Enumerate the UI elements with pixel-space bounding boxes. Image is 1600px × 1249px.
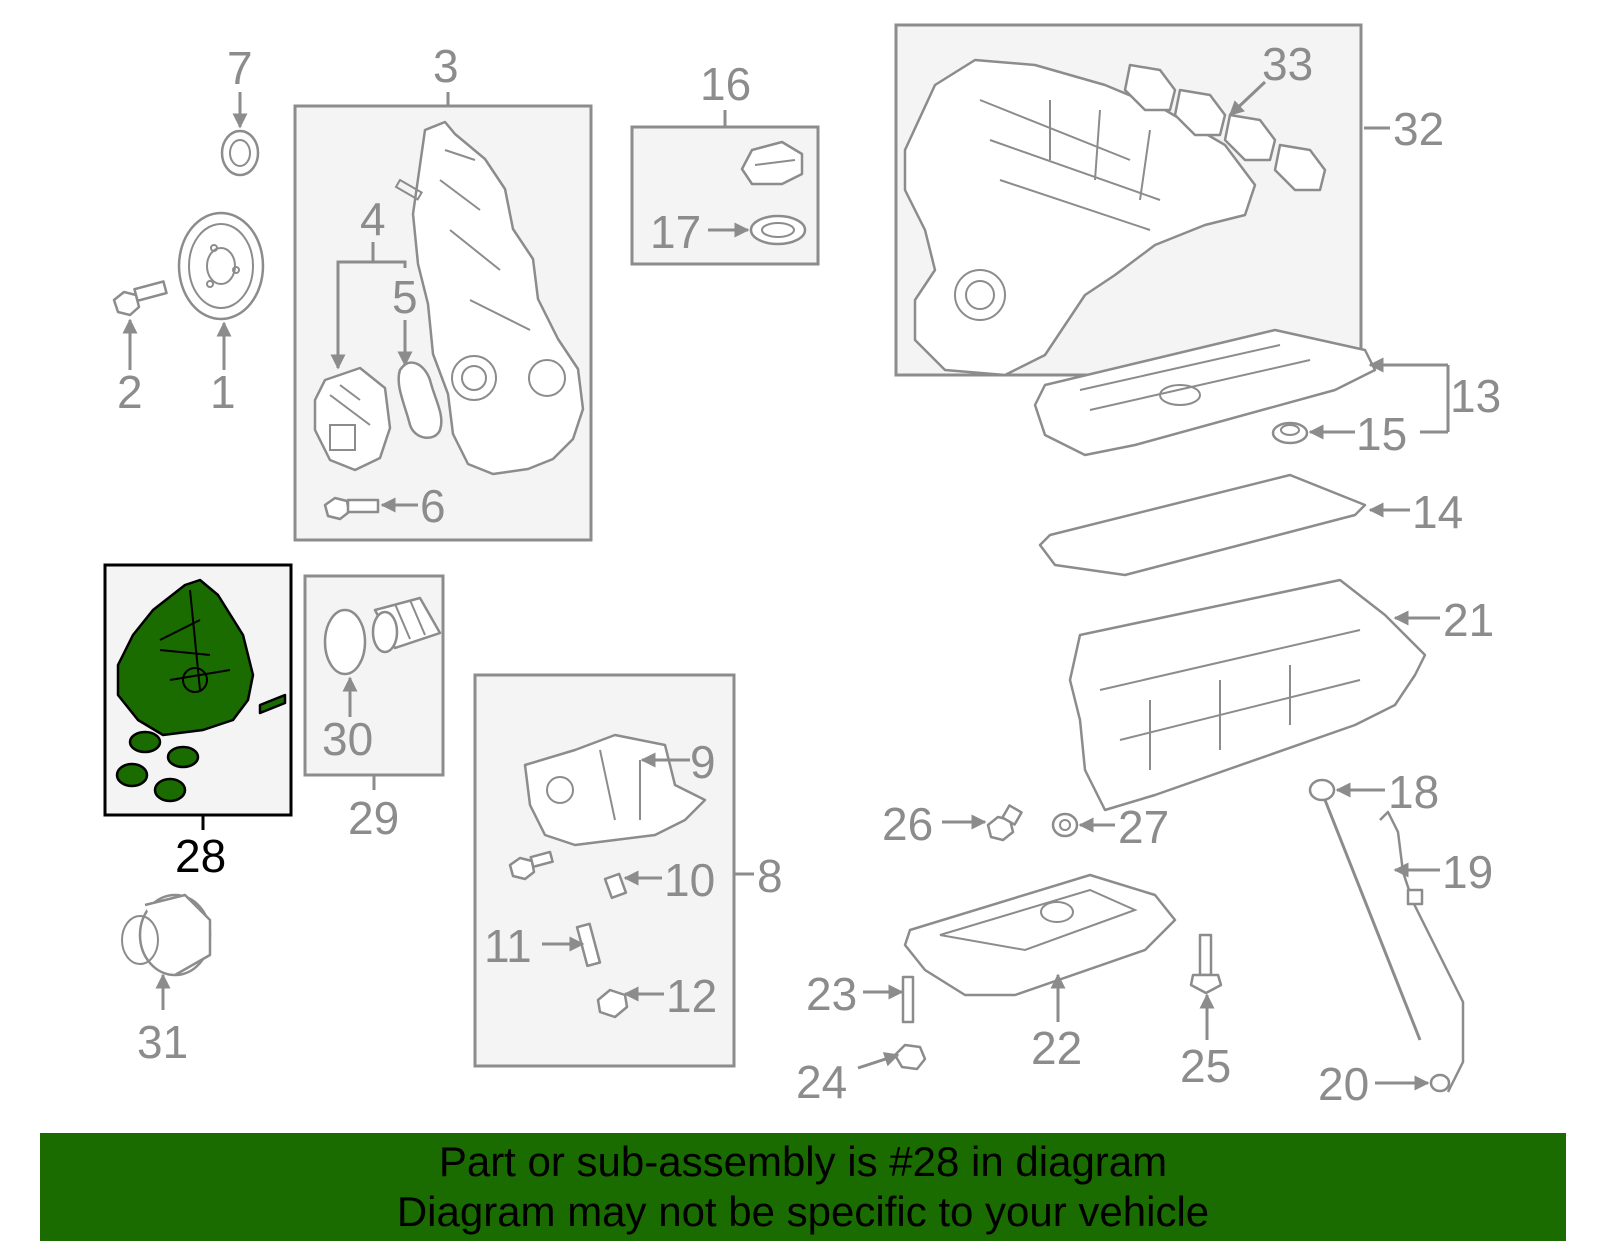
oil-pump-part-9[interactable] <box>523 733 707 847</box>
callout-labels: 1 2 3 4 5 6 7 8 9 10 11 12 13 14 15 16 1… <box>117 38 1501 1110</box>
callout-21: 21 <box>1443 594 1494 646</box>
cap-gasket-part-17[interactable] <box>749 214 807 246</box>
callout-29: 29 <box>348 792 399 844</box>
callout-14: 14 <box>1412 486 1463 538</box>
callout-10: 10 <box>664 854 715 906</box>
callout-26: 26 <box>882 798 933 850</box>
sensor-part-26[interactable] <box>986 804 1023 842</box>
lower-oil-pan-part-22[interactable] <box>903 873 1177 997</box>
washer-part-27[interactable] <box>1051 812 1079 838</box>
callout-5: 5 <box>392 271 418 323</box>
pan-gasket-part-14[interactable] <box>1038 473 1367 577</box>
upper-oil-pan-part-21[interactable] <box>1068 578 1427 812</box>
callout-7: 7 <box>227 42 253 94</box>
callout-16: 16 <box>700 58 751 110</box>
dowel-part-10[interactable] <box>603 872 628 900</box>
leader-lines <box>122 80 1450 1091</box>
bolt-part-25[interactable] <box>1189 933 1223 995</box>
callout-20: 20 <box>1318 1058 1369 1110</box>
dipstick-part-18[interactable] <box>1308 778 1422 1041</box>
callout-13: 13 <box>1450 370 1501 422</box>
pulley-part-1[interactable] <box>177 211 265 321</box>
intake-gasket-part-33[interactable] <box>1123 63 1327 192</box>
callout-23: 23 <box>806 968 857 1020</box>
callout-3: 3 <box>433 40 459 92</box>
callout-15: 15 <box>1356 408 1407 460</box>
bolt-part-2[interactable] <box>112 280 168 317</box>
oil-cap-part-16[interactable] <box>740 140 804 186</box>
callout-1: 1 <box>210 366 236 418</box>
callout-30: 30 <box>322 713 373 765</box>
seal-part-7[interactable] <box>220 129 260 177</box>
highlighted-part-28[interactable] <box>115 578 287 803</box>
callout-31: 31 <box>137 1016 188 1068</box>
callout-25: 25 <box>1180 1040 1231 1092</box>
gasket-part-5[interactable] <box>397 361 443 439</box>
filter-housing-part-31[interactable] <box>121 893 212 977</box>
timing-cover-part-3[interactable] <box>394 120 585 476</box>
callout-27: 27 <box>1118 801 1169 853</box>
banner-line-2: Diagram may not be specific to your vehi… <box>396 1188 1210 1235</box>
o-ring-part-30[interactable] <box>323 608 367 676</box>
callout-4: 4 <box>360 193 386 245</box>
callout-18: 18 <box>1388 766 1439 818</box>
plug-part-12[interactable] <box>596 988 629 1019</box>
water-pump-part-4[interactable] <box>313 366 392 472</box>
callout-9: 9 <box>690 736 716 788</box>
bolt-part-6[interactable] <box>323 496 380 521</box>
cap-seal-part-15[interactable] <box>1271 421 1309 445</box>
callout-6: 6 <box>420 480 446 532</box>
banner-line-1: Part or sub-assembly is #28 in diagram <box>438 1138 1168 1185</box>
o-ring-part-20[interactable] <box>1429 1073 1451 1093</box>
callout-33: 33 <box>1262 38 1313 90</box>
dipstick-guide-part-19[interactable] <box>1379 810 1465 1093</box>
nut-part-24[interactable] <box>893 1043 927 1071</box>
callout-11: 11 <box>484 920 532 972</box>
callout-24: 24 <box>796 1056 847 1108</box>
valve-cover-part-13[interactable] <box>1033 328 1377 457</box>
callout-19: 19 <box>1442 846 1493 898</box>
callout-12: 12 <box>666 970 717 1022</box>
oil-filter-element-part-29[interactable] <box>371 596 442 654</box>
callout-17: 17 <box>650 206 701 258</box>
callout-28[interactable]: 28 <box>175 830 226 882</box>
callout-8: 8 <box>757 850 783 902</box>
bolt-part-8-small[interactable] <box>508 850 554 881</box>
callout-2: 2 <box>117 366 143 418</box>
callout-22: 22 <box>1031 1022 1082 1074</box>
stud-part-23[interactable] <box>901 975 915 1024</box>
callout-32: 32 <box>1393 103 1444 155</box>
info-banner: Part or sub-assembly is #28 in diagram D… <box>40 1133 1566 1241</box>
